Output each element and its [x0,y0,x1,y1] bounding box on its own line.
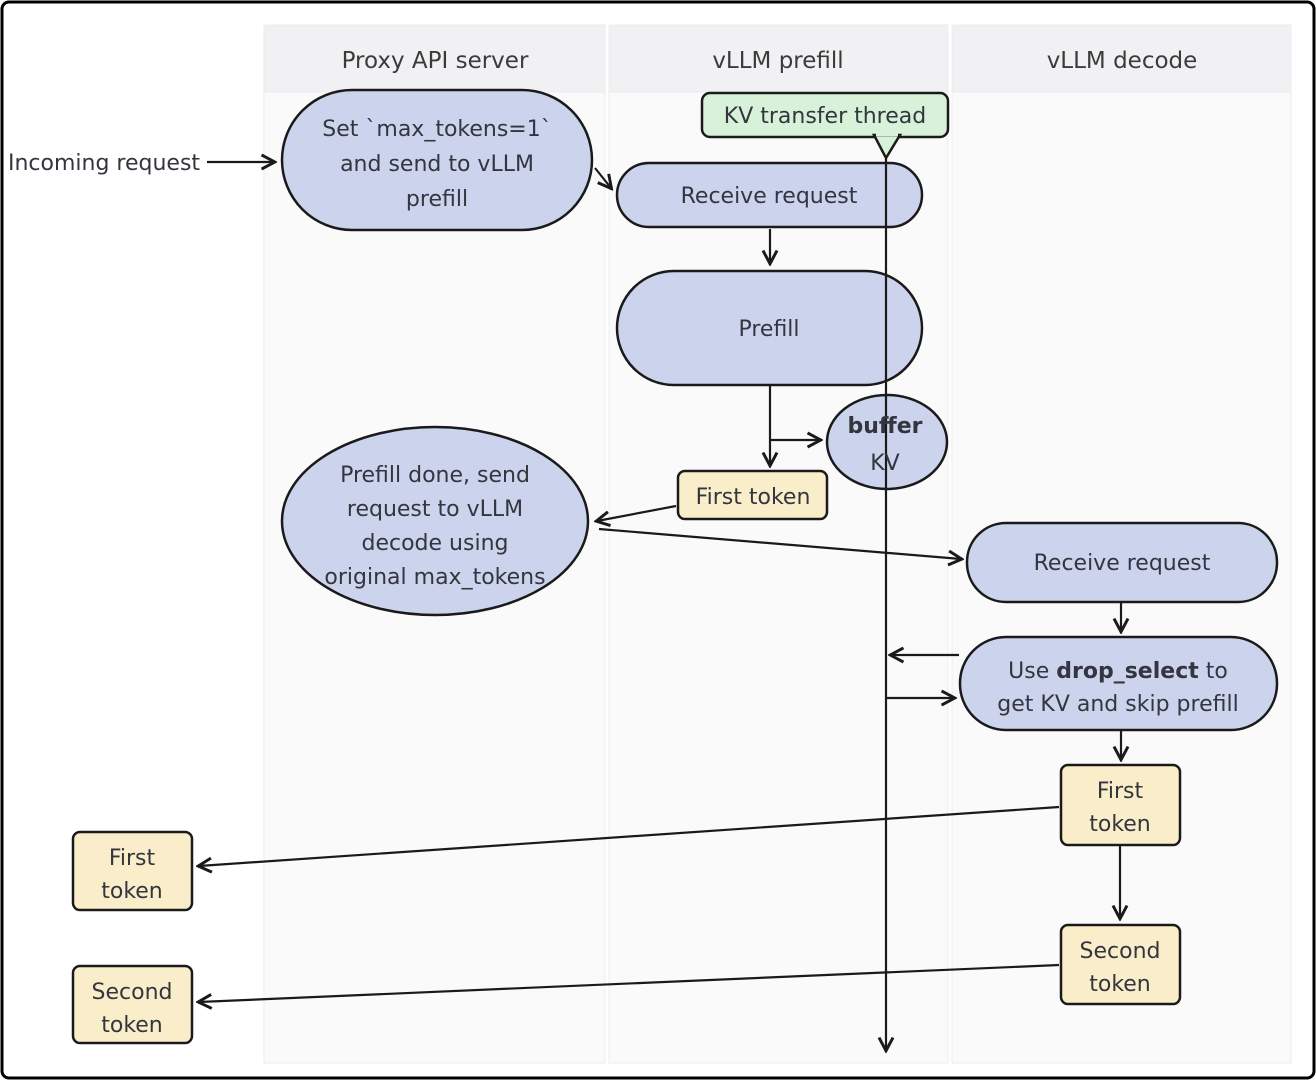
receive-request-decode-node [965,521,1279,604]
second-token-decode-line1: Second [1080,939,1161,964]
prefill-label: Prefill [738,317,799,342]
lane-decode-title: vLLM decode [1047,48,1198,74]
lane-proxy-header [263,24,606,93]
lane-prefill-body [608,91,949,1064]
node-shapes [280,88,1279,732]
lane-decode-header [951,24,1292,93]
prefill-done-line3: decode using [362,531,509,556]
first-token-prefill-label: First token [696,485,811,510]
second-token-out-line1: Second [92,980,173,1005]
token-boxes [71,469,1182,1045]
first-token-decode-line1: First [1097,779,1144,804]
kv-transfer-thread-bubble [700,91,950,139]
second-token-decode-box [1059,923,1182,1006]
receive-request-prefill-node [615,161,924,229]
drop-select-post: to [1206,659,1228,684]
incoming-request-label: Incoming request [8,151,200,176]
node-labels: Incoming request Set `max_tokens=1` and … [8,104,1239,1038]
drop-select-pre: Use [1008,659,1049,684]
prefill-done-ellipse [280,425,590,617]
arrow-proxy-to-receive-prefill [594,167,611,188]
second-token-out-line2: token [101,1013,163,1038]
proxy-set-max-tokens-node [280,88,594,232]
lane-proxy-title: Proxy API server [342,48,529,74]
kv-transfer-thread-label: KV transfer thread [724,104,926,129]
proxy-node-line3: prefill [406,187,468,212]
buffer-kv-label: KV [870,451,899,476]
drop-select-node [958,635,1279,732]
arrow-first-token-decode-to-out [199,805,1060,866]
arrow-prefill-done-to-receive-decode [598,527,961,559]
prefill-done-line2: request to vLLM [347,497,523,522]
kv-transfer-thread-tail-cover [876,132,898,136]
receive-request-decode-label: Receive request [1034,551,1211,576]
prefill-node [615,269,924,387]
first-token-out-line2: token [101,879,163,904]
first-token-out-line1: First [109,846,156,871]
prefill-done-line1: Prefill done, send [340,463,530,488]
receive-request-prefill-label: Receive request [681,184,858,209]
second-token-decode-line2: token [1089,972,1151,997]
first-token-decode-line2: token [1089,812,1151,837]
proxy-node-line2: and send to vLLM [340,152,534,177]
first-token-decode-box [1059,763,1182,847]
drop-select-line1: Use drop_select to [1008,659,1228,684]
prefill-done-line4: original max_tokens [324,565,545,590]
first-token-prefill-box [676,469,829,521]
proxy-node-line1: Set `max_tokens=1` [322,117,551,142]
buffer-label: buffer [847,414,922,439]
arrow-first-token-to-prefill-done [597,504,677,521]
edges [199,156,1121,1050]
drop-select-bold: drop_select [1056,659,1199,684]
drop-select-line2: get KV and skip prefill [997,692,1238,717]
first-token-out-box [71,830,194,912]
lane-prefill-title: vLLM prefill [712,48,843,74]
arrow-second-token-decode-to-out [199,963,1060,1002]
second-token-out-box [71,964,194,1045]
